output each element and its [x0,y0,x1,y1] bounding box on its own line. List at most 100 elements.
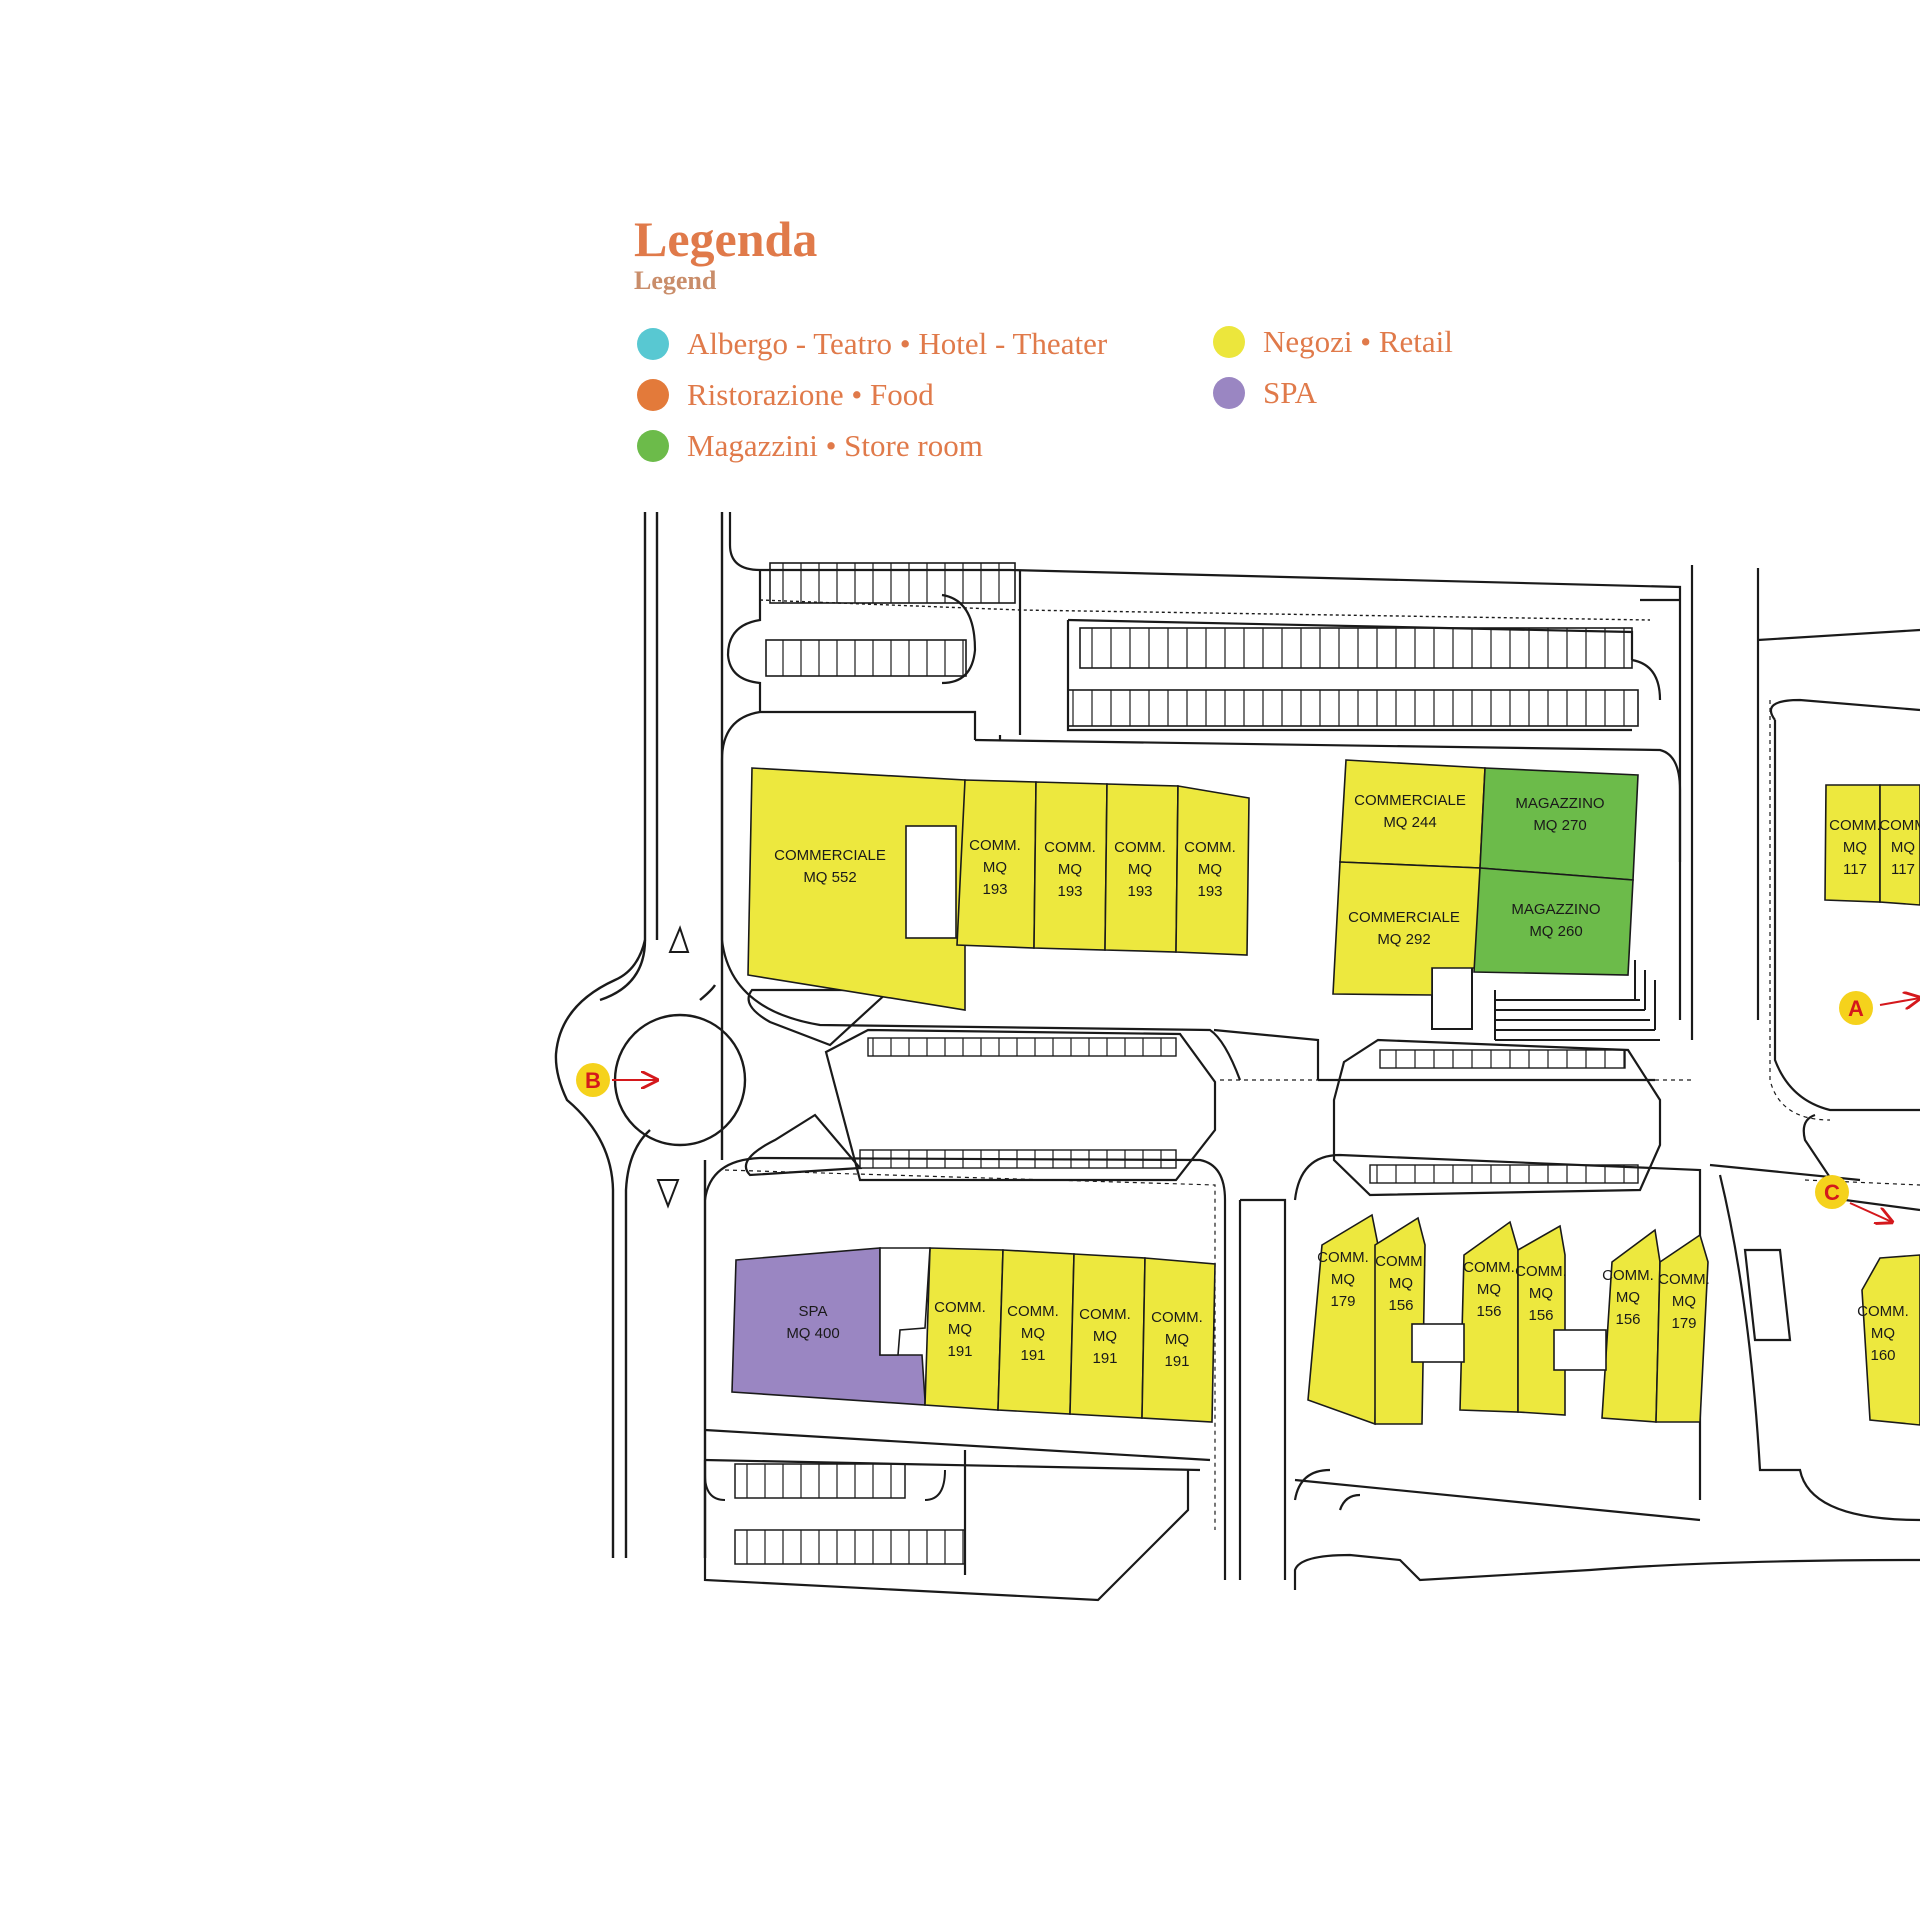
plot-void [879,1247,931,1356]
unit-label: COMM. MQ 193 [969,837,1021,898]
plot-comm-179[interactable] [1655,1233,1709,1423]
unit-label-line: MQ [1389,1275,1413,1292]
unit-label-line: MQ [1477,1281,1501,1298]
unit-label-line: COMM. [1114,839,1166,856]
marker-circle [1839,991,1873,1025]
arrow-icon [1849,1202,1892,1222]
legend-label: Ristorazione • Food [687,377,934,412]
parking-stalls [1067,689,1639,727]
plot-void [1411,1323,1465,1363]
block-outline [1293,1153,1920,1590]
unit-label-line: COMM. [1317,1249,1369,1266]
unit-label-line: MQ [1871,1325,1895,1342]
entrance-marker-a[interactable]: A [1839,991,1920,1025]
sidewalk-dotted [724,1029,1692,1530]
legend: Legenda Legend [634,212,817,296]
parking-stalls [769,562,1016,604]
plot-group-south-middle [1307,1213,1709,1426]
plot-comm-117[interactable] [1879,784,1920,906]
unit-label-line: MQ 260 [1529,923,1582,940]
marker-letter: B [585,1068,601,1093]
plot-void [1553,1329,1607,1371]
unit-label-line: MQ [948,1321,972,1338]
unit-label-line: MAGAZZINO [1515,795,1604,812]
plot-group-south-east [1861,1254,1920,1426]
unit-label-line: 193 [1057,883,1082,900]
unit-label-line: COMM. [1857,1303,1909,1320]
legend-swatch [637,379,669,411]
parking-stalls [734,1463,906,1499]
legend-item-store-room: Magazzini • Store room [637,428,983,464]
unit-label-line: MQ [983,859,1007,876]
unit-label-line: MQ [1843,839,1867,856]
unit-label-line: 191 [1092,1350,1117,1367]
parking-stalls [765,639,967,677]
legend-title: Legenda [634,211,818,267]
unit-label: COMM. MQ 191 [1079,1306,1131,1367]
plot-comm-160[interactable] [1861,1254,1920,1426]
unit-label-line: MQ [1198,861,1222,878]
plot-comm-191[interactable] [1141,1257,1216,1423]
unit-label-line: MQ 552 [803,869,856,886]
plot-comm-156[interactable] [1374,1216,1426,1425]
unit-label-line: 156 [1528,1307,1553,1324]
legend-label: Negozi • Retail [1263,324,1453,359]
legend-subtitle: Legend [634,266,717,295]
marker-letter: A [1848,996,1864,1021]
traffic-islands [656,925,690,1209]
unit-label-line: 193 [982,881,1007,898]
unit-label-line: COMM. [1007,1303,1059,1320]
entrance-marker-b[interactable]: B [576,1063,657,1097]
entrance-marker-c[interactable]: C [1815,1175,1892,1222]
plot-comm-193[interactable] [1175,785,1250,956]
legend-item-hotel-theater: Albergo - Teatro • Hotel - Theater [637,326,1107,362]
unit-label-line: MQ [1165,1331,1189,1348]
unit-label-line: COMM. [969,837,1021,854]
unit-label-line: COMM. [1044,839,1096,856]
unit-label-line: 179 [1671,1315,1696,1332]
plot-group-north-west [747,767,1250,1011]
plot-magazzino-260[interactable] [1473,867,1634,976]
unit-label-line: COMM. [1463,1259,1515,1276]
unit-label: COMM. MQ 156 [1463,1259,1515,1320]
unit-label-line: 191 [1020,1347,1045,1364]
parking-stalls [734,1529,966,1565]
unit-label-line: 156 [1476,1303,1501,1320]
unit-label: COMM. MQ 160 [1857,1303,1909,1364]
unit-label-line: 179 [1330,1293,1355,1310]
unit-label-line: MQ [1058,861,1082,878]
unit-label-line: MQ [1128,861,1152,878]
marker-circle [1815,1175,1849,1209]
arrow-icon [1879,998,1920,1005]
legend-label: Magazzini • Store room [687,428,983,463]
legend-swatch [1213,326,1245,358]
unit-label-line: 117 [1891,861,1915,878]
parking-stalls [1369,1164,1639,1184]
legend-swatch [637,430,669,462]
plot-group-north-east [1332,759,1639,996]
legend-item-retail: Negozi • Retail [1213,324,1453,360]
unit-label: COMM. MQ 193 [1044,839,1096,900]
unit-label-line: MQ 400 [786,1325,839,1342]
unit-label-line: MQ 244 [1383,814,1436,831]
unit-label-line: MQ 292 [1377,931,1430,948]
plot-comm-179[interactable] [1307,1213,1379,1426]
unit-label-line: 160 [1870,1347,1895,1364]
unit-label-line: COMM. [1184,839,1236,856]
unit-label-line: COMMERCIALE [774,847,886,864]
unit-label-line: COMM. [1079,1306,1131,1323]
unit-label-line: MQ [1093,1328,1117,1345]
legend-label: SPA [1263,375,1318,410]
unit-label-line: MQ [1891,839,1915,856]
legend-swatch [1213,377,1245,409]
